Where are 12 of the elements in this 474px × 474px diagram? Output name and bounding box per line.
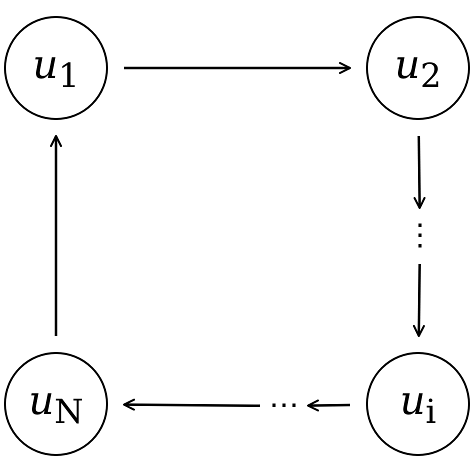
node-label: u$_{1}$ <box>32 42 80 94</box>
ellipsis-dots: ⋮ <box>405 221 435 251</box>
node-label: u$_{N}$ <box>28 378 84 430</box>
arrow <box>414 136 426 209</box>
arrow <box>412 264 425 337</box>
arrow <box>50 135 62 336</box>
arrow <box>307 400 350 412</box>
ellipsis-dots: ⋯ <box>269 391 299 421</box>
node-label: u$_{2}$ <box>394 42 442 94</box>
arrow <box>123 398 260 411</box>
arrow <box>124 62 351 74</box>
node-label: u$_{i}$ <box>400 378 436 430</box>
